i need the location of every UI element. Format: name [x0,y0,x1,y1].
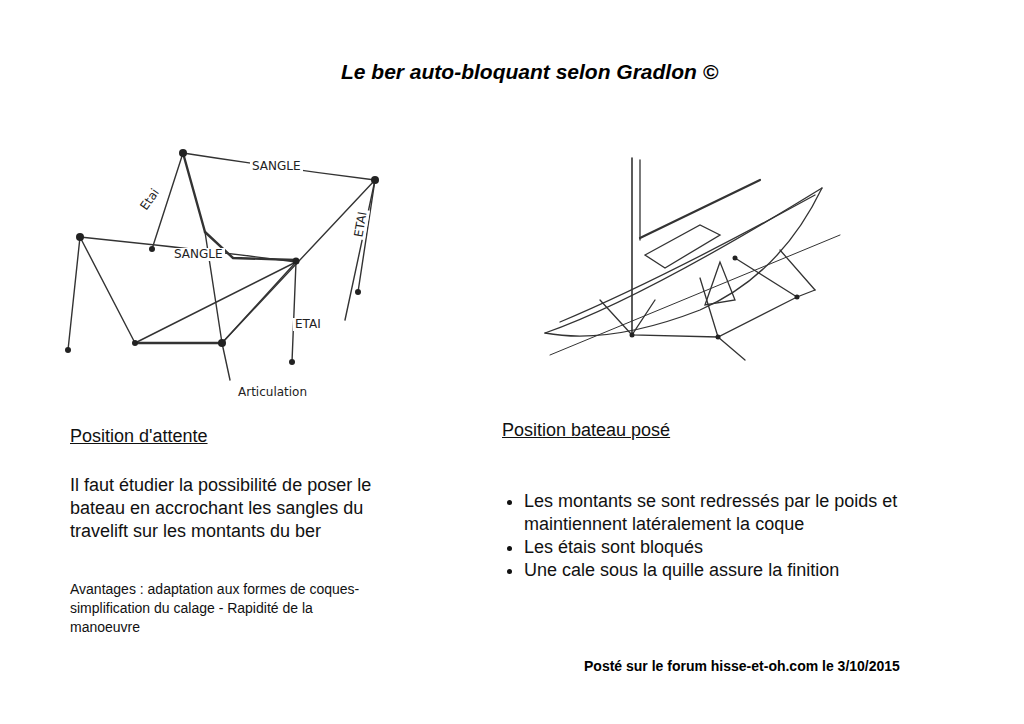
note-text: Il faut étudier la possibilité de poser … [70,474,390,543]
stay-label: ETAI [293,318,323,331]
section-heading: Position d'attente [70,426,208,447]
stay-label: Etai [137,185,163,215]
bullet-item: Les montants se sont redressés par le po… [524,490,914,536]
cradle-waiting-sketch [68,153,375,380]
advantages-text: Avantages : adaptation aux formes de coq… [70,580,380,637]
stay-label: ETAI [352,209,370,241]
boat-cradle-dots [630,256,800,340]
boat-on-cradle-sketch [545,158,840,360]
page-title: Le ber auto-bloquant selon Gradlon © [341,60,718,84]
strap-label: SANGLE [172,248,225,261]
bullet-item: Les étais sont bloqués [524,536,914,559]
bullet-item: Une cale sous la quille assure la finiti… [524,559,914,582]
joint-label: Articulation [236,386,309,399]
bullet-list: Les montants se sont redressés par le po… [502,490,914,582]
footer-note: Posté sur le forum hisse-et-oh.com le 3/… [584,658,900,674]
section-heading: Position bateau posé [502,420,670,441]
strap-label: SANGLE [250,160,303,173]
joint-dots [65,149,379,365]
